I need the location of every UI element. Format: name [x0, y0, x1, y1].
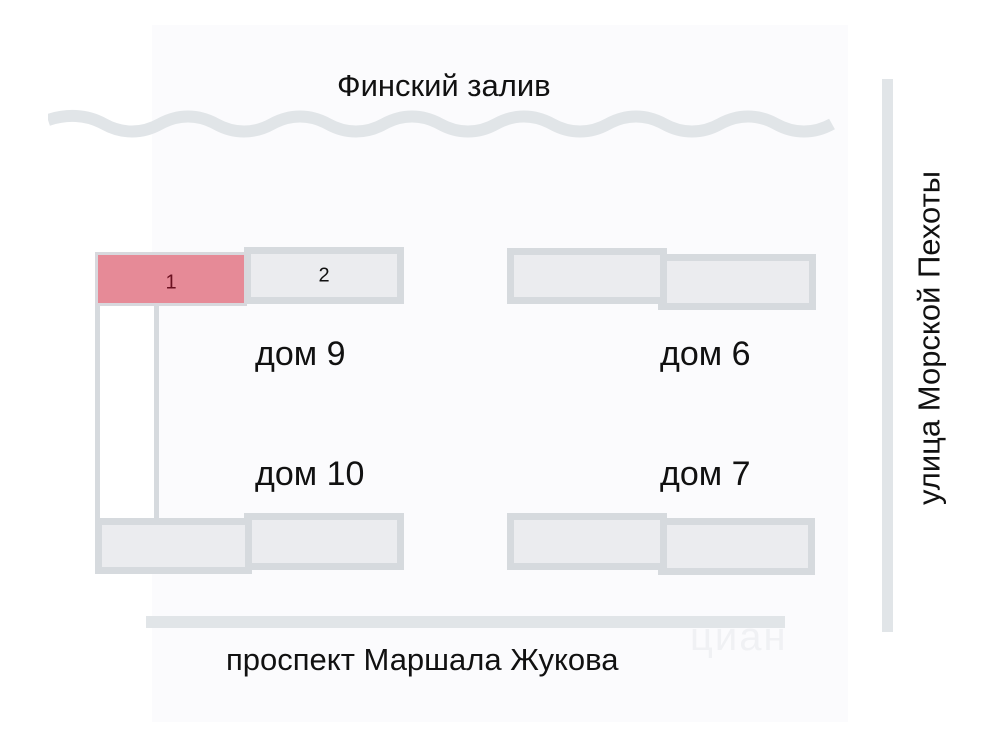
water-label: Финский залив — [337, 68, 551, 103]
house-label-9: дом 9 — [255, 335, 346, 373]
road-vertical — [882, 79, 893, 632]
house-10-section-b[interactable] — [244, 513, 404, 570]
house-label-6: дом 6 — [660, 335, 751, 373]
house-label-7: дом 7 — [660, 455, 751, 493]
house-9-section-2[interactable]: 2 — [244, 247, 404, 304]
house-9-10-connector — [95, 306, 159, 520]
house-10-section-a[interactable] — [95, 518, 252, 574]
street-label-right: улица Морской Пехоты — [911, 170, 947, 506]
street-label-bottom: проспект Маршала Жукова — [226, 642, 619, 677]
house-label-10: дом 10 — [255, 455, 365, 493]
section-number: 1 — [165, 271, 177, 294]
section-number: 2 — [318, 264, 330, 286]
house-6-section-b[interactable] — [658, 254, 816, 310]
house-6-section-a[interactable] — [507, 248, 667, 304]
road-horizontal — [146, 616, 785, 628]
house-7-section-b[interactable] — [658, 518, 815, 575]
map-background — [152, 25, 848, 722]
watermark: циан — [690, 615, 788, 659]
house-7-section-a[interactable] — [507, 513, 667, 570]
house-9-section-1[interactable]: 1 — [95, 252, 247, 306]
water-wave-icon — [48, 109, 835, 138]
